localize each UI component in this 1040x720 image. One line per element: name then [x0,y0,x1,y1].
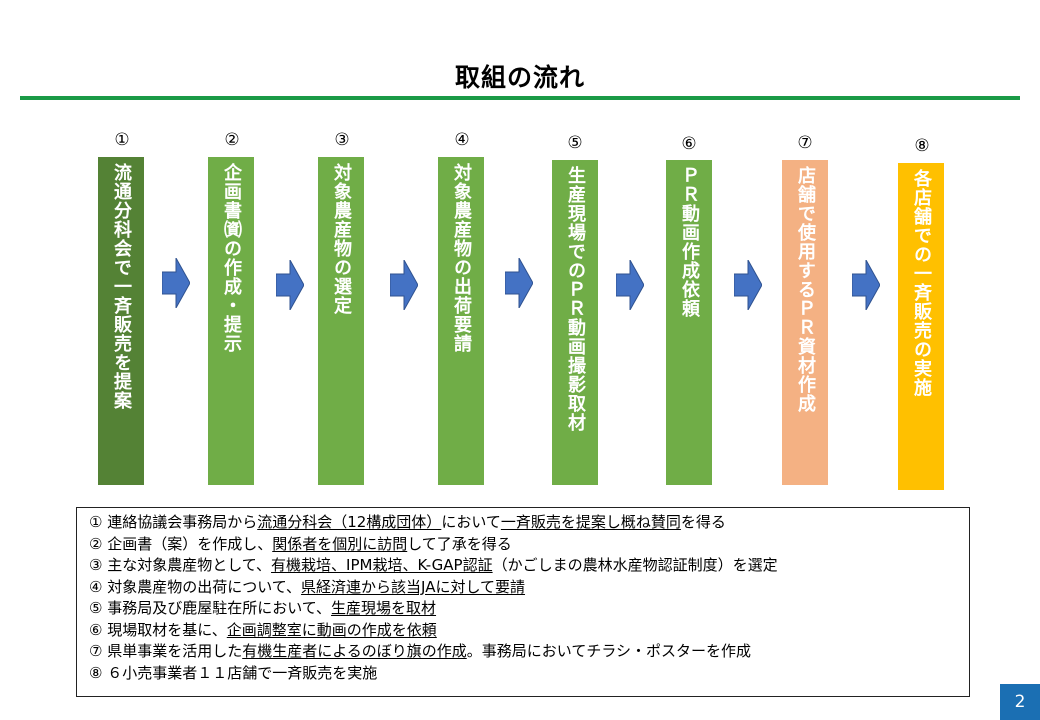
arrow-right-icon [505,258,533,308]
step-box-8: 各店舗での一斉販売の実施 [898,163,944,490]
step-label-3: 対象農産物の選定 [331,163,352,315]
step-number-5: ⑤ [567,133,583,153]
step-label-4: 対象農産物の出荷要請 [451,163,472,353]
arrow-right-icon [734,260,762,310]
step-box-2: 企画書㈾の作成・提示 [208,157,254,485]
step-label-8: 各店舗での一斉販売の実施 [911,169,932,397]
step-label-7: 店舗で使用するＰＲ資材作成 [795,166,816,413]
arrow-right-icon [162,258,190,308]
note-line-2: ② 企画書（案）を作成し、関係者を個別に訪問して了承を得る [89,534,512,553]
arrow-right-icon [616,260,644,310]
page-number-badge: 2 [1000,684,1040,720]
note-line-6: ⑥ 現場取材を基に、企画調整室に動画の作成を依頼 [89,620,437,639]
step-box-5: 生産現場でのＰＲ動画撮影取材 [552,160,598,485]
step-label-1: 流通分科会で一斉販売を提案 [111,163,132,410]
arrow-right-icon [276,260,304,310]
step-number-3: ③ [334,130,350,150]
note-line-1: ① 連絡協議会事務局から流通分科会（12構成団体）において一斉販売を提案し概ね賛… [89,513,726,531]
step-box-4: 対象農産物の出荷要請 [438,157,484,485]
step-label-6: ＰＲ動画作成依頼 [679,166,700,318]
step-label-5: 生産現場でのＰＲ動画撮影取材 [565,166,586,432]
arrow-right-icon [852,260,880,310]
title-underline [20,96,1020,100]
note-line-5: ⑤ 事務局及び鹿屋駐在所において、生産現場を取材 [89,599,437,617]
page-title: 取組の流れ [454,63,585,92]
note-line-7: ⑦ 県単事業を活用した有機生産者によるのぼり旗の作成。事務局においてチラシ・ポス… [89,642,752,660]
step-box-1: 流通分科会で一斉販売を提案 [98,157,144,485]
note-line-8: ⑧ ６小売事業者１１店舗で一斉販売を実施 [89,663,378,682]
notes-box: ① 連絡協議会事務局から流通分科会（12構成団体）において一斉販売を提案し概ね賛… [76,507,970,697]
note-line-3: ③ 主な対象農産物として、有機栽培、IPM栽培、K-GAP認証（かごしまの農林水… [89,556,778,574]
step-number-6: ⑥ [681,134,697,154]
arrow-right-icon [390,260,418,310]
step-number-8: ⑧ [914,136,930,156]
step-number-4: ④ [454,130,470,150]
step-box-6: ＰＲ動画作成依頼 [666,160,712,485]
step-label-2: 企画書㈾の作成・提示 [221,163,242,353]
step-box-7: 店舗で使用するＰＲ資材作成 [782,160,828,485]
step-number-1: ① [114,130,130,150]
step-number-2: ② [224,130,240,150]
note-line-4: ④ 対象農産物の出荷について、県経済連から該当JAに対して要請 [89,577,526,596]
step-number-7: ⑦ [797,133,813,153]
step-box-3: 対象農産物の選定 [318,157,364,485]
